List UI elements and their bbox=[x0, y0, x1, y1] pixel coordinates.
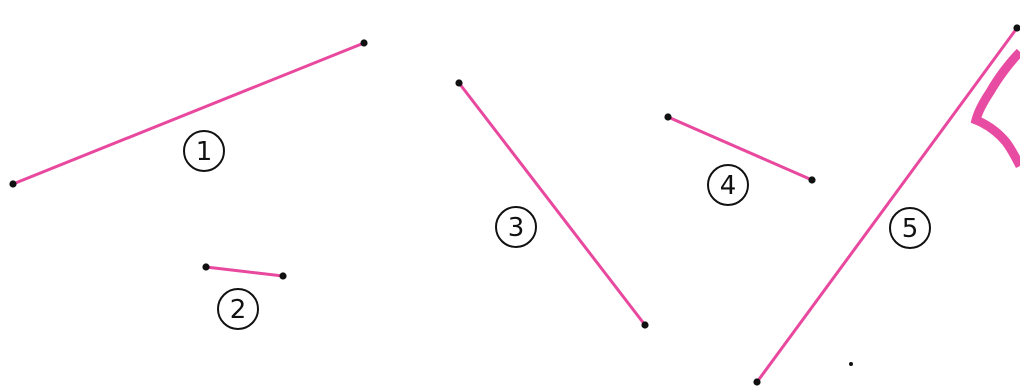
segment-label-4: 4 bbox=[707, 164, 749, 206]
label-text-2: 2 bbox=[230, 295, 247, 325]
segment-5-end-point bbox=[1013, 24, 1020, 32]
decorative-bracket-shape bbox=[970, 48, 1020, 169]
stray-dot bbox=[849, 362, 853, 366]
label-text-3: 3 bbox=[508, 213, 525, 243]
segment-label-5: 5 bbox=[889, 207, 931, 249]
segments-layer bbox=[9, 24, 1020, 386]
segment-5-start-point bbox=[753, 378, 761, 386]
segment-2-end-point bbox=[279, 272, 287, 280]
segment-label-1: 1 bbox=[183, 130, 225, 172]
segment-1-end-point bbox=[360, 39, 368, 47]
segment-line-5 bbox=[755, 26, 1019, 384]
label-circle-5 bbox=[889, 207, 931, 249]
segment-line-4 bbox=[666, 115, 814, 182]
segment-line-3 bbox=[457, 81, 647, 327]
segment-line-2 bbox=[204, 265, 285, 278]
label-text-1: 1 bbox=[196, 137, 213, 167]
label-circle-1 bbox=[183, 130, 225, 172]
segment-line-1 bbox=[11, 41, 366, 186]
segment-4-start-point bbox=[664, 113, 672, 121]
segment-label-3: 3 bbox=[495, 206, 537, 248]
segment-3-end-point bbox=[641, 321, 649, 329]
segment-label-2: 2 bbox=[217, 288, 259, 330]
label-text-5: 5 bbox=[902, 214, 919, 244]
segment-3-start-point bbox=[455, 79, 463, 87]
segment-2-start-point bbox=[202, 263, 210, 271]
segment-1-start-point bbox=[9, 180, 17, 188]
label-text-4: 4 bbox=[720, 171, 737, 201]
label-circle-4 bbox=[707, 164, 749, 206]
segment-4-end-point bbox=[808, 176, 816, 184]
label-circle-3 bbox=[495, 206, 537, 248]
label-circle-2 bbox=[217, 288, 259, 330]
